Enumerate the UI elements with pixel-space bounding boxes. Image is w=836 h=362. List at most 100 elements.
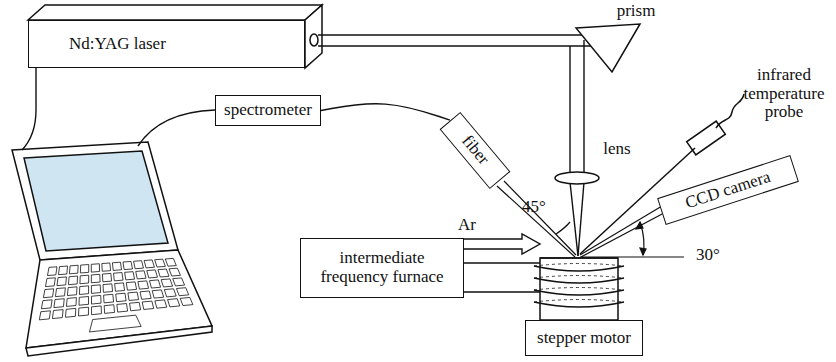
laser-beam — [583, 40, 584, 174]
cables — [138, 110, 215, 146]
furnace-box: intermediate frequency furnace — [300, 238, 464, 298]
laptop — [126, 282, 136, 290]
prism-shape — [576, 24, 640, 72]
laptop — [134, 261, 144, 269]
angle-label: 30° — [686, 246, 730, 265]
laptop — [67, 287, 77, 296]
laptop — [92, 306, 102, 315]
probe-shape — [580, 94, 744, 254]
workpiece-cylinder — [540, 257, 618, 259]
label-text: 30° — [696, 245, 720, 264]
laptop — [91, 285, 100, 294]
laptop — [169, 268, 180, 276]
angle-marks — [556, 222, 646, 255]
laser-body — [28, 5, 322, 68]
laptop — [26, 326, 212, 356]
laser-beam — [578, 182, 584, 256]
laptop — [123, 261, 133, 269]
furnace-wires — [460, 262, 540, 264]
camera-box: CCD camera — [657, 155, 799, 225]
induction-coil — [534, 290, 624, 295]
laptop — [66, 298, 76, 307]
laptop — [164, 289, 176, 297]
motor-box: stepper motor — [525, 320, 643, 356]
induction-coil — [534, 278, 624, 283]
induction-coil — [534, 264, 624, 308]
laptop — [57, 277, 67, 286]
sight-lines — [580, 206, 662, 255]
laptop — [130, 302, 141, 310]
laptop — [39, 311, 50, 320]
furnace-wires — [460, 263, 540, 292]
laptop — [161, 279, 172, 287]
label-text: Ar — [458, 215, 476, 234]
laptop — [165, 258, 176, 266]
laptop — [55, 288, 65, 297]
laptop — [79, 297, 89, 306]
lens-shape — [555, 172, 599, 184]
laptop — [173, 278, 185, 286]
cables — [22, 68, 36, 150]
laptop — [176, 288, 188, 296]
node-text: fiber — [458, 132, 493, 169]
laptop — [138, 281, 149, 289]
laptop — [39, 258, 193, 332]
laptop — [89, 315, 141, 332]
prism-shape — [576, 24, 640, 72]
induction-coil — [534, 266, 624, 271]
angle-marks — [556, 222, 570, 234]
laptop — [104, 294, 114, 303]
induction-coil — [534, 264, 624, 267]
laptop — [147, 270, 158, 278]
probe-shape — [716, 94, 744, 128]
part-label: prism — [606, 2, 666, 21]
laptop — [104, 305, 114, 314]
induction-coil — [534, 276, 624, 279]
laser-beam — [318, 34, 600, 35]
laptop — [117, 304, 128, 313]
laptop — [152, 290, 163, 298]
part-label: lens — [592, 140, 642, 159]
laptop — [47, 267, 57, 276]
laser-beam — [318, 35, 600, 256]
laptop — [43, 289, 53, 298]
gas-label: Ar — [452, 216, 482, 235]
laptop — [149, 280, 160, 288]
laptop — [54, 299, 64, 308]
laptop — [102, 263, 111, 271]
laptop — [45, 278, 55, 287]
angle-marks — [636, 222, 643, 229]
label-text: infrared temperature probe — [743, 65, 824, 121]
induction-coil — [534, 288, 624, 291]
laptop — [12, 142, 212, 356]
laptop — [65, 308, 75, 317]
laptop — [125, 272, 135, 280]
node-text: intermediate frequency furnace — [311, 249, 453, 286]
cables — [22, 68, 215, 150]
laptop — [52, 310, 63, 319]
part-label: infrared temperature probe — [736, 66, 832, 122]
laser-body — [28, 5, 322, 20]
laptop — [116, 293, 126, 301]
node-text: Nd:YAG laser — [69, 35, 166, 54]
laptop — [144, 260, 154, 268]
laptop — [142, 301, 154, 309]
laptop — [91, 264, 99, 272]
laptop — [114, 273, 124, 281]
angle-label: 45° — [512, 198, 556, 217]
laptop — [115, 283, 125, 291]
laptop — [112, 262, 121, 270]
node-text: spectrometer — [224, 101, 312, 120]
induction-coil — [534, 302, 624, 307]
laptop — [136, 271, 146, 279]
laptop — [91, 274, 100, 282]
instrument-box: spectrometer — [215, 95, 321, 126]
node-text: stepper motor — [537, 329, 631, 348]
laptop — [91, 295, 101, 304]
laptop — [12, 142, 178, 260]
laptop — [140, 291, 151, 299]
laptop — [155, 300, 167, 308]
fiber-probe: fiber — [440, 111, 511, 188]
laptop — [168, 299, 180, 307]
